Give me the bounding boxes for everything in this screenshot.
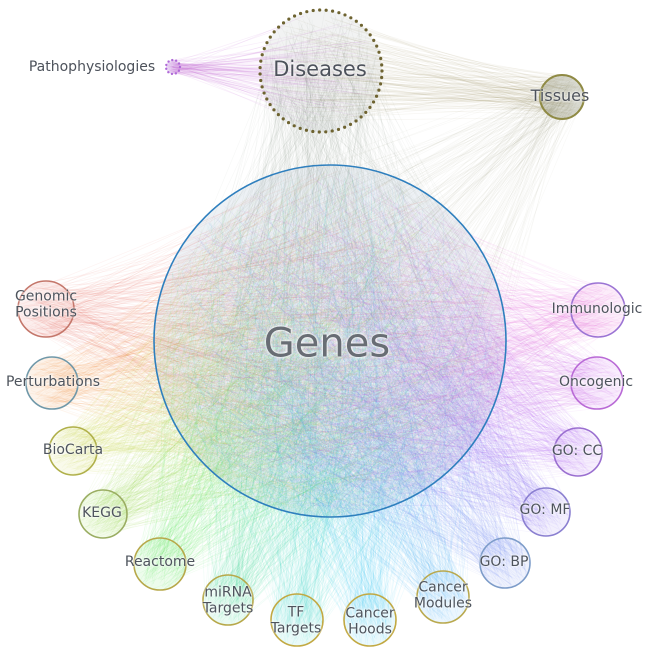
go-bp-circle [479,537,531,589]
edge-bundle-pathophysiologies-diseases [166,15,378,128]
perturbations-circle [25,356,79,410]
edge-bundle-oncogenic-genes [161,171,623,510]
genes-fill [154,165,506,517]
immunologic-circle [570,282,626,338]
genomic-positions-circle [17,280,75,338]
edge-bundle-kegg-genes [79,177,501,538]
node-fill-layer [18,10,625,646]
immunologic-fill [571,283,625,337]
go-mf-circle [521,487,571,537]
tissues-circle [539,74,585,120]
mirna-targets-circle [202,574,254,626]
edge-bundle-reactome-genes [134,170,498,590]
go-cc-fill [554,428,602,476]
edge-bundle-cancer-modules-genes [160,171,502,623]
pathophysiologies-fill [166,60,180,74]
reactome-circle [133,537,187,591]
edge-bundle-go-bp-genes [165,169,530,588]
tissues-fill [540,75,584,119]
kegg-fill [79,490,127,538]
edge-layer [18,10,625,646]
go-cc-circle [553,427,603,477]
mirna-targets-fill [203,575,253,625]
go-mf-fill [522,488,570,536]
diseases-circle [258,8,384,134]
biocarta-fill [49,427,97,475]
biocarta-circle [48,426,98,476]
tf-targets-fill [271,594,323,646]
edge-bundle-biocarta-genes [49,168,491,514]
cancer-hoods-circle [343,593,397,647]
node-ring-layer [17,8,626,647]
reactome-fill [134,538,186,590]
oncogenic-circle [570,356,624,410]
cancer-modules-circle [416,570,470,624]
oncogenic-fill [571,357,623,409]
perturbations-fill [26,357,78,409]
cancer-modules-fill [417,571,469,623]
kegg-circle [78,489,128,539]
cancer-hoods-fill [344,594,396,646]
edge-bundle-tissues-genes [168,75,583,505]
diseases-fill [260,10,382,132]
go-bp-fill [480,538,530,588]
edge-bundle-go-mf-genes [161,185,571,535]
pathophysiologies-circle [164,58,182,76]
edge-bundle-diseases-genes [158,10,500,512]
edge-bundle-genomic-positions-genes [18,170,494,513]
edge-bundle-cancer-hoods-genes [168,173,493,646]
edge-bundle-tf-targets-genes [165,171,497,646]
tf-targets-circle [270,593,324,647]
edge-bundle-tissues-diseases [265,16,583,122]
genomic-positions-fill [18,281,74,337]
edge-bundle-mirna-targets-genes [161,170,489,624]
genes-circle [153,164,507,518]
edge-bundle-immunologic-genes [166,172,625,508]
